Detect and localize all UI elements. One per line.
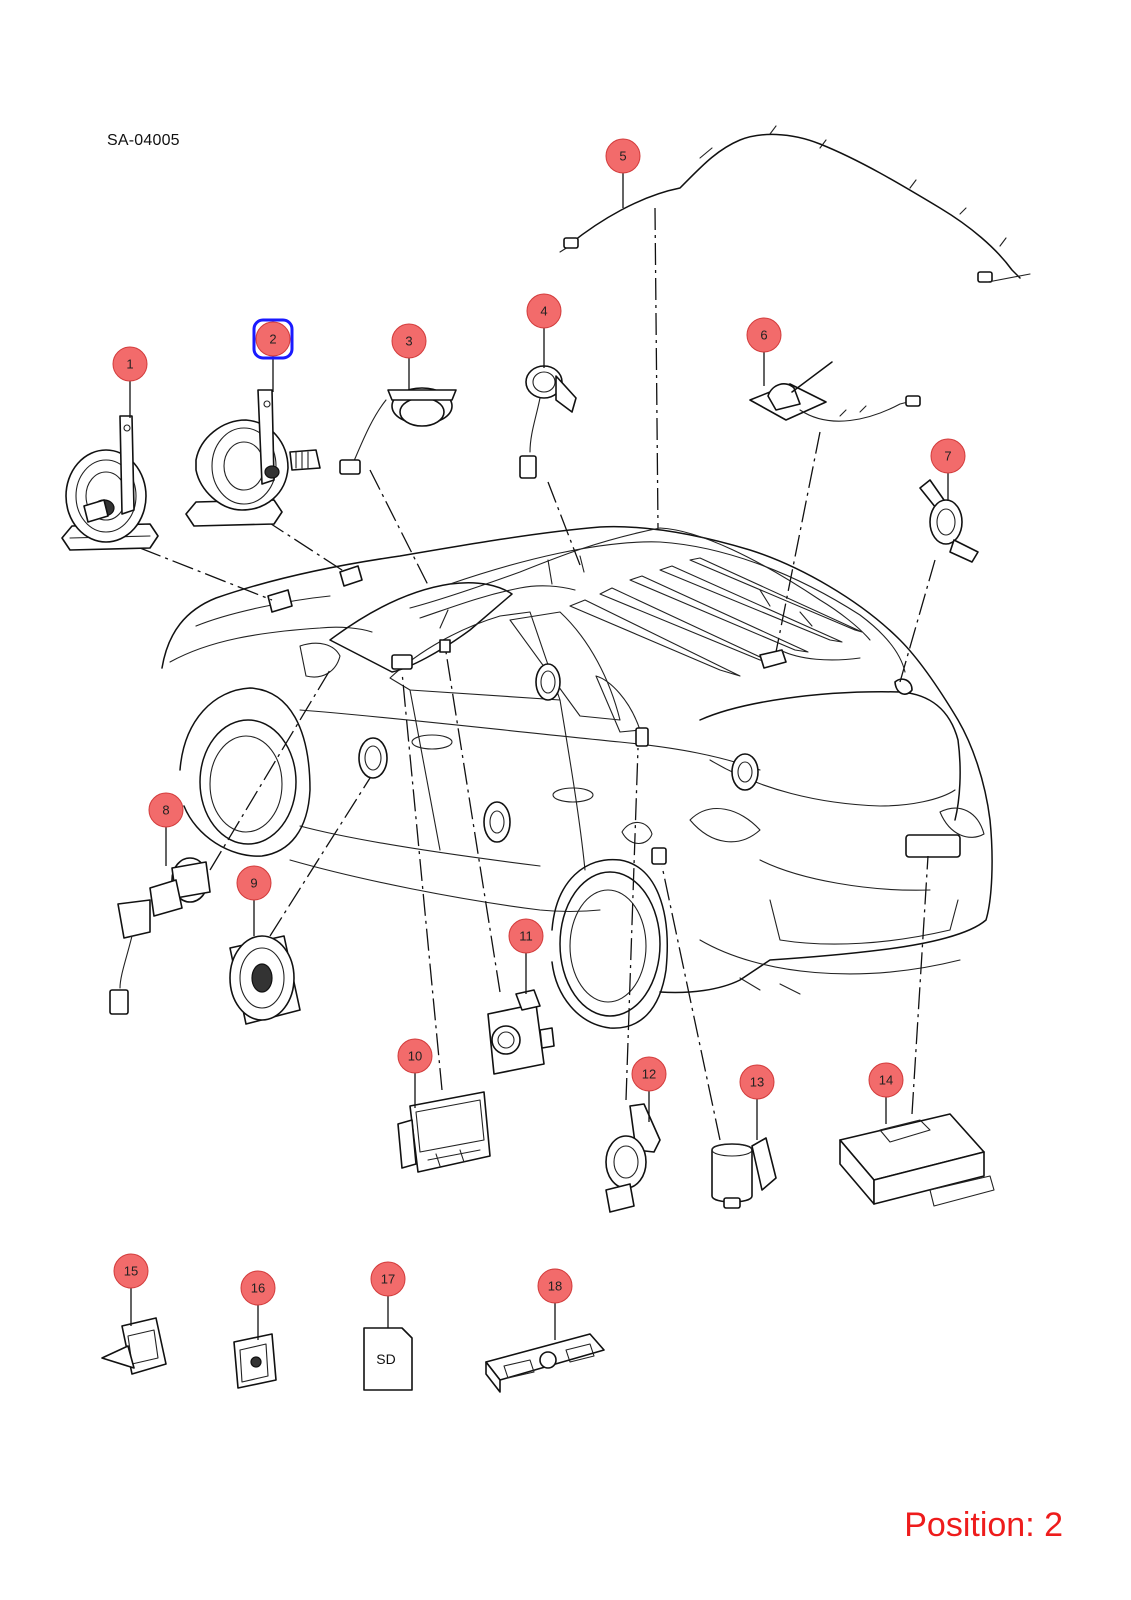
- part-speaker-9: [229, 935, 301, 1025]
- callout-bubble[interactable]: [930, 438, 966, 474]
- callout-bubble[interactable]: [746, 317, 782, 353]
- callout-bubble[interactable]: [370, 1261, 406, 1297]
- callout-number: 1: [126, 357, 133, 372]
- callout-number: 15: [124, 1264, 138, 1279]
- part-module-14: [839, 1113, 995, 1207]
- callout-number: 17: [381, 1272, 395, 1287]
- callout-number: 7: [944, 449, 951, 464]
- callout-bubble[interactable]: [236, 865, 272, 901]
- part-speaker-tweeter: [339, 387, 457, 475]
- callout-number: 8: [162, 803, 169, 818]
- callout-14[interactable]: 14: [868, 1062, 904, 1098]
- callout-1[interactable]: 1: [112, 346, 148, 382]
- callout-bubble[interactable]: [537, 1268, 573, 1304]
- part-sensor-4: [519, 365, 577, 479]
- part-sensor-13: [711, 1137, 777, 1209]
- part-speaker-8: [109, 857, 211, 1015]
- callout-bubble[interactable]: [113, 1253, 149, 1289]
- callout-bubble[interactable]: [605, 138, 641, 174]
- callout-2[interactable]: 2: [252, 318, 294, 360]
- callout-5[interactable]: 5: [605, 138, 641, 174]
- callout-bubble[interactable]: [526, 293, 562, 329]
- callout-number: 6: [760, 328, 767, 343]
- callout-15[interactable]: 15: [113, 1253, 149, 1289]
- sd-card-label: SD: [376, 1351, 395, 1367]
- figure-id: SA-04005: [107, 132, 180, 149]
- callout-9[interactable]: 9: [236, 865, 272, 901]
- callout-18[interactable]: 18: [537, 1268, 573, 1304]
- callout-bubble[interactable]: [397, 1038, 433, 1074]
- callout-bubble[interactable]: [240, 1270, 276, 1306]
- part-horn-right: [185, 389, 321, 527]
- callout-number: 5: [619, 149, 626, 164]
- callout-number: 11: [519, 929, 533, 944]
- callout-number: 18: [548, 1279, 562, 1294]
- callout-16[interactable]: 16: [240, 1270, 276, 1306]
- callout-12[interactable]: 12: [631, 1056, 667, 1092]
- callout-bubble[interactable]: [391, 323, 427, 359]
- callouts: [129, 173, 949, 1340]
- callout-8[interactable]: 8: [148, 792, 184, 828]
- callout-number: 9: [250, 876, 257, 891]
- part-head-unit: [397, 1091, 491, 1173]
- part-speaker-12: [605, 1103, 661, 1213]
- callout-number: 10: [408, 1049, 422, 1064]
- callout-number: 12: [642, 1067, 656, 1082]
- callout-bubble[interactable]: [508, 918, 544, 954]
- callout-number: 3: [405, 334, 412, 349]
- leader-lines: [139, 207, 936, 1141]
- callout-number: 16: [251, 1281, 265, 1296]
- part-sd-card: SD: [363, 1327, 413, 1391]
- callout-bubble[interactable]: [255, 321, 291, 357]
- callout-11[interactable]: 11: [508, 918, 544, 954]
- part-switch-16: [233, 1333, 277, 1389]
- callout-4[interactable]: 4: [526, 293, 562, 329]
- callout-bubble[interactable]: [112, 346, 148, 382]
- callout-bubble[interactable]: [631, 1056, 667, 1092]
- callout-number: 13: [750, 1075, 764, 1090]
- callout-13[interactable]: 13: [739, 1064, 775, 1100]
- part-antenna: [749, 361, 921, 422]
- callout-17[interactable]: 17: [370, 1261, 406, 1297]
- callout-number: 2: [269, 332, 276, 347]
- callout-number: 14: [879, 1073, 893, 1088]
- callout-bubble[interactable]: [148, 792, 184, 828]
- callout-bubble[interactable]: [868, 1062, 904, 1098]
- callout-bubble[interactable]: [739, 1064, 775, 1100]
- callout-7[interactable]: 7: [930, 438, 966, 474]
- callout-6[interactable]: 6: [746, 317, 782, 353]
- callout-3[interactable]: 3: [391, 323, 427, 359]
- part-roof-harness: [559, 125, 1031, 283]
- selected-callout-outline: [252, 318, 294, 360]
- vehicle-illustration: [161, 525, 993, 1029]
- part-control-panel: [485, 1333, 605, 1393]
- callout-number: 4: [540, 304, 547, 319]
- part-horn-left: [61, 415, 159, 551]
- part-speaker-7: [919, 479, 979, 563]
- position-label: Position: 2: [904, 1506, 1063, 1544]
- part-module-11: [487, 989, 555, 1075]
- part-switch-15: [101, 1317, 167, 1375]
- callout-10[interactable]: 10: [397, 1038, 433, 1074]
